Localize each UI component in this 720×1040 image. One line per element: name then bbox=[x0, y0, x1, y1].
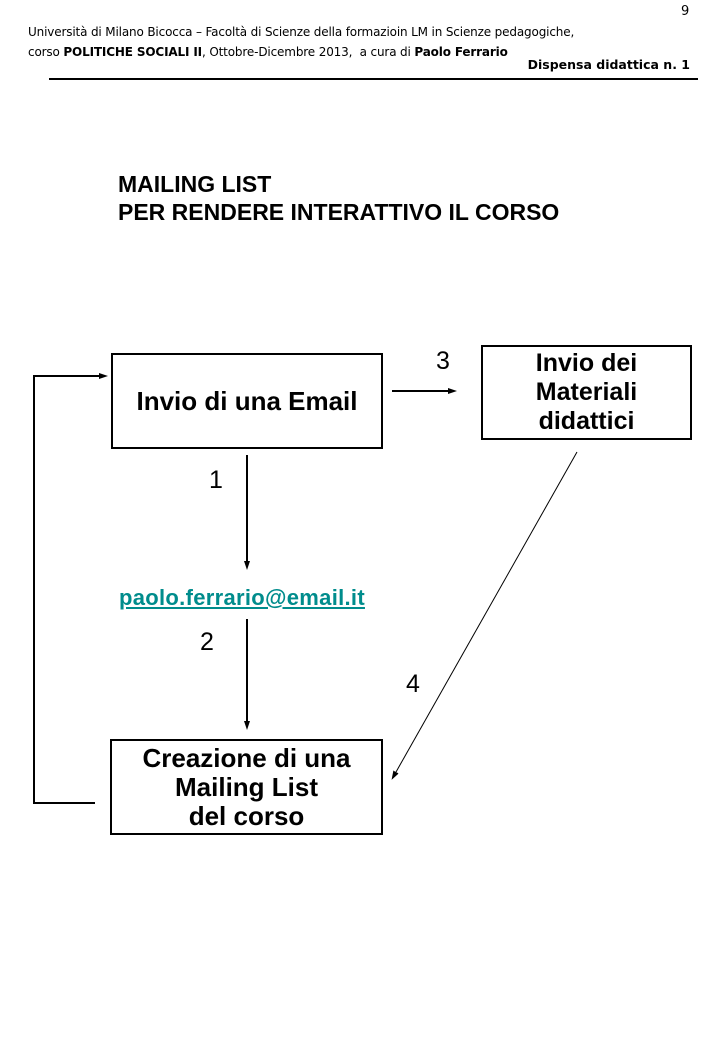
dispensa-label: Dispensa didattica n. 1 bbox=[527, 57, 690, 72]
box-invio-materiali-line2: Materiali bbox=[535, 378, 638, 406]
header-line2-prefix: corso bbox=[28, 45, 64, 59]
box-invio-materiali-line1: Invio dei bbox=[535, 349, 638, 377]
slide-title-line2: PER RENDERE INTERATTIVO IL CORSO bbox=[118, 199, 560, 225]
step-label-1: 1 bbox=[209, 466, 223, 494]
email-address-link[interactable]: paolo.ferrario@email.it bbox=[119, 585, 365, 610]
box-creazione-line2: Mailing List bbox=[175, 771, 318, 802]
header-line1: Università di Milano Bicocca – Facoltà d… bbox=[28, 25, 575, 39]
box-invio-materiali-line3: didattici bbox=[538, 407, 635, 435]
step-label-4: 4 bbox=[406, 670, 420, 698]
box-creazione-line1: Creazione di una bbox=[142, 742, 351, 773]
header-course-name: POLITICHE SOCIALI II bbox=[63, 45, 202, 59]
box-invio-email-label: Invio di una Email bbox=[136, 385, 358, 416]
box-creazione-mailing-list: Creazione di una Mailing List del corso bbox=[110, 739, 383, 835]
step-label-3: 3 bbox=[436, 347, 450, 375]
arrow-step-4 bbox=[391, 451, 578, 780]
step-label-2: 2 bbox=[200, 628, 214, 656]
feedback-loop-arrow bbox=[33, 373, 108, 804]
header-line2-middle: , Ottobre-Dicembre 2013, a cura di bbox=[202, 45, 415, 59]
box-creazione-line3: del corso bbox=[188, 800, 305, 831]
page-number: 9 bbox=[681, 4, 690, 19]
header-divider bbox=[49, 78, 698, 80]
box-invio-email: Invio di una Email bbox=[111, 353, 383, 449]
slide-title-line1: MAILING LIST bbox=[118, 171, 272, 197]
header-author-name: Paolo Ferrario bbox=[414, 45, 508, 59]
header-course-info: Università di Milano Bicocca – Facoltà d… bbox=[28, 22, 694, 62]
box-invio-materiali: Invio dei Materiali didattici bbox=[481, 345, 692, 440]
slide-title: MAILING LIST PER RENDERE INTERATTIVO IL … bbox=[118, 170, 559, 226]
